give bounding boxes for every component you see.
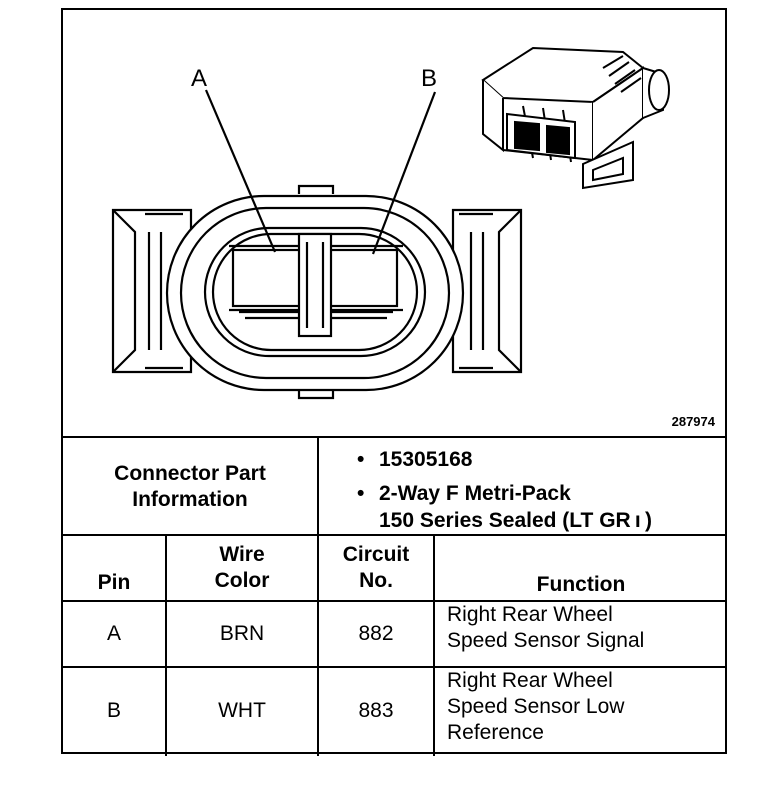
header-function: Function	[536, 573, 626, 596]
left-flange	[111, 208, 193, 374]
header-pin: Pin	[97, 571, 131, 594]
connector-cavity	[203, 226, 427, 358]
part-number: 15305168	[379, 448, 473, 471]
connector-3d-sketch	[481, 46, 670, 190]
figure-number: 287974	[671, 414, 715, 429]
row-b-wire-color: WHT	[218, 699, 266, 722]
connector-figure-frame: A B 287974 Connector Part Information •1…	[61, 8, 727, 756]
row-b-circuit: 883	[358, 699, 394, 722]
connector-part-info-label: Connector Part Information	[114, 462, 266, 511]
connector-diagram: A B	[111, 46, 670, 400]
bottom-tab	[297, 388, 335, 400]
terminal-b	[327, 248, 399, 308]
pin-label-b: B	[421, 65, 437, 92]
header-circuit-no: Circuit No.	[342, 543, 410, 592]
row-a-circuit: 882	[358, 622, 394, 645]
row-a-function: Right Rear Wheel Speed Sensor Signal	[447, 603, 645, 652]
center-key	[297, 232, 333, 338]
leader-line-a	[204, 89, 277, 253]
description-line-2: 150 Series Sealed (LT GR ı )	[379, 509, 652, 532]
row-b-function: Right Rear Wheel Speed Sensor Low Refere…	[447, 669, 625, 744]
pin-label-a: A	[191, 65, 207, 92]
row-a-wire-color: BRN	[219, 622, 265, 645]
top-tab	[297, 184, 335, 194]
description-line-1: 2-Way F Metri-Pack	[379, 482, 571, 505]
terminal-a	[231, 248, 303, 308]
divider	[63, 436, 725, 438]
header-wire-color: Wire Color	[214, 543, 270, 592]
leader-line-b	[371, 91, 437, 255]
row-a-pin: A	[106, 622, 121, 645]
row-b-pin: B	[106, 699, 121, 722]
